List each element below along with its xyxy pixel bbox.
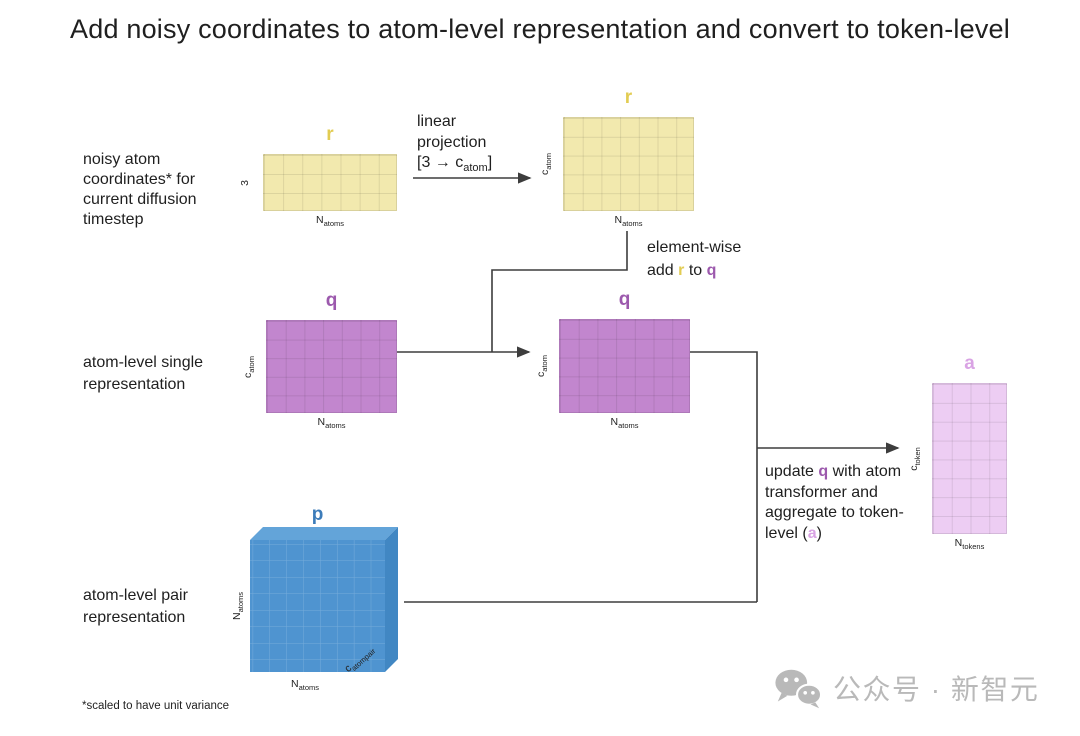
token-q: q (706, 262, 717, 279)
matrix-r-noisy: r 3 Natoms (239, 124, 397, 228)
cube-p-pair: p Natoms Natoms catompair (231, 504, 398, 692)
axis-label-c-atom: catom (538, 153, 554, 175)
matrix-r-noisy-title: r (326, 124, 334, 145)
axis-label-c-atom: catom (241, 355, 257, 378)
annotation-elementwise-add: element-wise add r to q (647, 239, 742, 279)
matrix-a-token-grid (932, 383, 1007, 534)
matrix-q-single: q catom Natoms (242, 290, 397, 430)
axis-label-n-atoms: Natoms (610, 416, 639, 431)
matrix-r-projected: r catom Natoms (539, 87, 694, 228)
axis-label-n-tokens: Ntokens (954, 537, 985, 552)
cube-right-face (385, 527, 398, 672)
matrix-q-single-grid (266, 320, 397, 413)
connector-q-to-merge (690, 351, 758, 602)
annotation-linear-projection: linear projection [3 → catom] (417, 113, 493, 175)
token-r: r (678, 262, 685, 279)
matrix-r-noisy-grid (263, 154, 397, 211)
axis-label-n-atoms: Natoms (315, 214, 345, 229)
matrix-q-added-title: q (618, 289, 631, 310)
axis-label-n-atoms: Natoms (290, 678, 320, 693)
caption-single-representation: atom-level single representation (83, 354, 204, 393)
cube-p-pair-graphic (250, 527, 398, 672)
cube-top-face (250, 527, 398, 540)
token-q: q (818, 463, 829, 480)
caption-noisy-coordinates: noisy atom coordinates* for current diff… (83, 151, 197, 228)
caption-pair-representation: atom-level pair representation (83, 587, 188, 626)
axis-label-n-atoms: Natoms (317, 416, 346, 431)
axis-label-n-atoms: Natoms (230, 591, 246, 621)
matrix-q-single-title: q (325, 290, 338, 311)
footnote-unit-variance: *scaled to have unit variance (82, 700, 230, 712)
axis-label-n-atoms: Natoms (614, 214, 643, 229)
watermark: 公众号 · 新智元 (773, 666, 1039, 710)
matrix-a-token: a ctoken Ntokens (908, 353, 1007, 551)
matrix-q-added: q catom Natoms (535, 289, 690, 430)
wechat-icon (775, 669, 823, 709)
token-a: a (807, 524, 817, 542)
axis-label-3: 3 (238, 179, 251, 186)
matrix-q-added-grid (559, 319, 690, 413)
axis-label-c-token: ctoken (907, 446, 923, 471)
matrix-r-projected-title: r (624, 87, 633, 108)
matrix-a-token-title: a (964, 353, 975, 374)
watermark-text: 公众号 · 新智元 (833, 674, 1040, 705)
page-title: Add noisy coordinates to atom-level repr… (70, 14, 1010, 44)
axis-label-c-atom: catom (534, 355, 550, 377)
annotation-update-aggregate: update q with atom transformer and aggre… (765, 463, 904, 542)
cube-p-pair-title: p (311, 504, 324, 525)
matrix-r-projected-grid (563, 117, 694, 211)
